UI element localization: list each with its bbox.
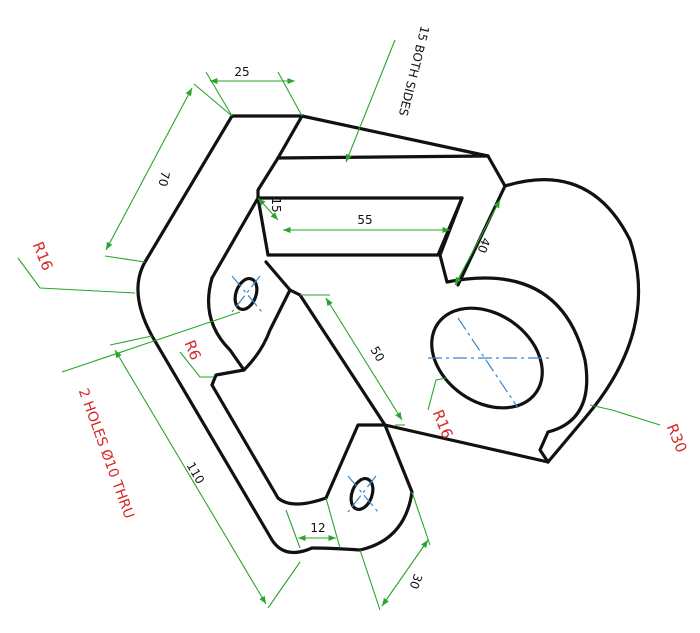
labels: 25 70 15 BOTH SIDES 15 55 40 R16 R6 2 HO… — [29, 24, 691, 590]
lower-hole-cross-b — [347, 475, 377, 513]
dim-line-15 — [257, 197, 279, 221]
object-outline — [136, 114, 641, 555]
top-face-edge — [230, 114, 304, 160]
dim-15: 15 — [269, 197, 283, 212]
dim-30: 30 — [407, 572, 425, 591]
note-holes: 2 HOLES Ø10 THRU — [75, 386, 137, 520]
dimension-lines — [17, 39, 661, 611]
dim-line-30 — [381, 539, 429, 607]
lower-lug — [310, 423, 414, 552]
dim-55: 55 — [357, 213, 372, 227]
bore-hole — [430, 306, 544, 410]
boss-outer-curve — [503, 178, 641, 464]
dim-15-both-sides: 15 BOTH SIDES — [396, 24, 432, 117]
radius-r6: R6 — [181, 337, 205, 362]
bore-centerline-v — [457, 317, 519, 409]
leader-holes — [61, 311, 241, 373]
dim-25: 25 — [234, 65, 249, 79]
leader-r30 — [589, 404, 661, 426]
leader-r16-left — [17, 257, 136, 294]
boss-front-curve — [445, 276, 589, 434]
boss-notch — [538, 430, 550, 464]
centerlines — [231, 275, 552, 513]
radius-r16-left: R16 — [29, 239, 57, 273]
upper-lug-front — [242, 288, 292, 372]
upper-lug-edge — [206, 276, 246, 387]
left-inner-edge — [210, 156, 280, 280]
radius-r30: R30 — [663, 421, 691, 455]
dim-70: 70 — [155, 170, 172, 188]
dim-line-50 — [325, 297, 403, 421]
dim-40: 40 — [475, 236, 493, 255]
upper-hole — [233, 276, 259, 312]
dim-110: 110 — [184, 460, 208, 487]
dim-line-40 — [454, 199, 501, 286]
base-inner-edge — [210, 383, 328, 506]
lower-hole — [349, 476, 375, 512]
rib-top-front — [276, 154, 490, 160]
dim-line-70 — [105, 87, 193, 251]
upper-hole-cross-a — [231, 275, 263, 313]
upper-hole-cross-b — [231, 275, 261, 313]
dim-50: 50 — [368, 344, 388, 364]
right-rib-inner — [438, 196, 464, 284]
dim-12: 12 — [310, 521, 325, 535]
lug-step — [264, 260, 302, 297]
leader-r16-bore — [427, 377, 447, 411]
leader-15-both-sides — [345, 39, 396, 163]
rib-top-back — [300, 114, 490, 158]
lower-hole-cross-a — [347, 475, 379, 513]
dim-line-110 — [114, 349, 267, 605]
